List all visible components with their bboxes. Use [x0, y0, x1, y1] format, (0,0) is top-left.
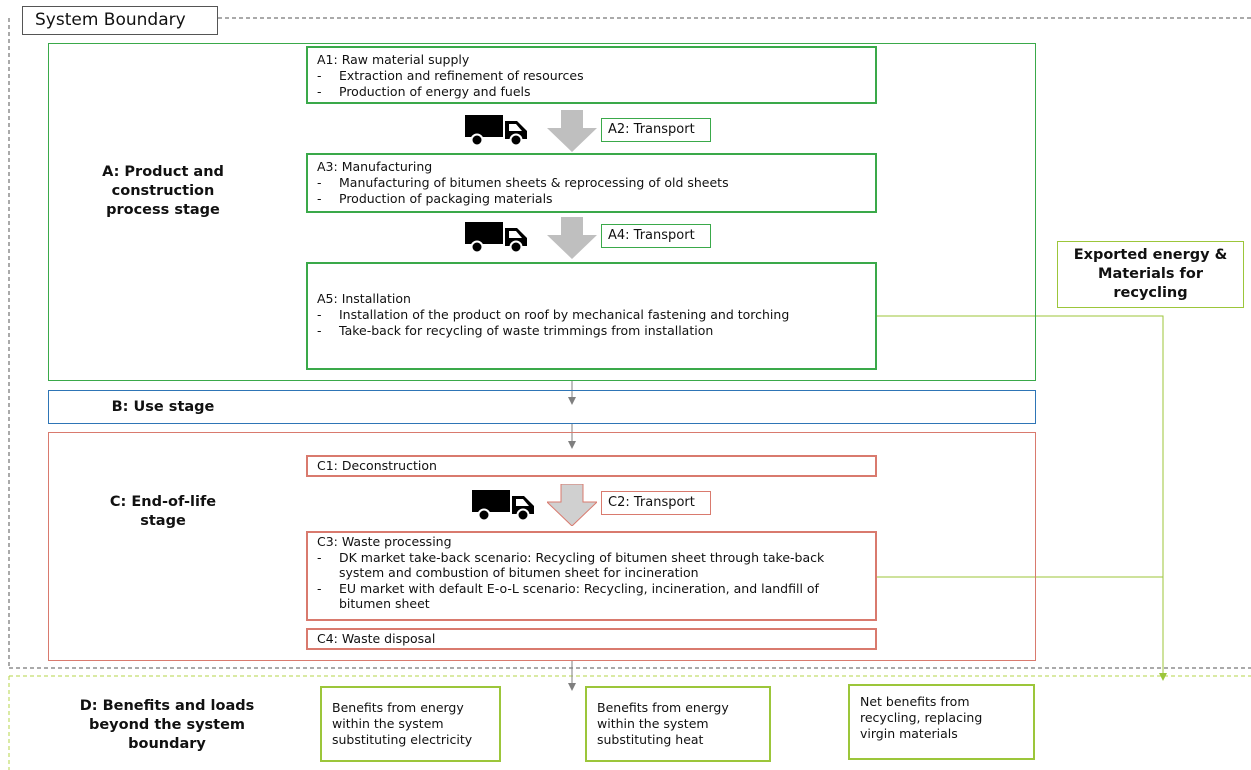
module-c1: C1: Deconstruction — [306, 455, 877, 477]
module-a3-item: -Manufacturing of bitumen sheets & repro… — [317, 175, 729, 190]
module-a3: A3: Manufacturing -Manufacturing of bitu… — [306, 153, 877, 213]
exported-energy-line: recycling — [1113, 285, 1188, 301]
stage-a-label: A: Product and construction process stag… — [88, 163, 238, 220]
benefit-line: virgin materials — [860, 726, 958, 741]
module-a4-label: A4: Transport — [601, 224, 711, 248]
flow-b-to-c-head — [568, 441, 576, 449]
stage-d-label-line: D: Benefits and loads — [79, 698, 255, 714]
stage-a-label-line: construction — [111, 183, 215, 199]
stage-c-container — [48, 432, 1036, 661]
system-boundary-label: System Boundary — [22, 6, 218, 35]
exported-energy-line: Materials for — [1098, 266, 1203, 282]
benefit-line: substituting heat — [597, 732, 704, 747]
module-a2-label: A2: Transport — [601, 118, 711, 142]
export-arrow-head — [1159, 673, 1167, 681]
stage-d-label-line: boundary — [128, 736, 206, 752]
benefit-line: within the system — [332, 716, 444, 731]
stage-c-label: C: End-of-life stage — [88, 493, 238, 531]
module-a1: A1: Raw material supply -Extraction and … — [306, 46, 877, 104]
module-c3-item-cont: system and combustion of bitumen sheet f… — [339, 565, 699, 580]
module-c2-label: C2: Transport — [601, 491, 711, 515]
benefit-line: within the system — [597, 716, 709, 731]
benefit-box-electricity: Benefits from energy within the system s… — [320, 686, 501, 762]
stage-d-label: D: Benefits and loads beyond the system … — [72, 697, 262, 754]
stage-a-container — [48, 43, 1036, 381]
stage-c-label-line: C: End-of-life — [109, 494, 217, 510]
benefit-line: recycling, replacing — [860, 710, 983, 725]
benefit-box-recycling: Net benefits from recycling, replacing v… — [848, 684, 1035, 760]
module-c3-item: -EU market with default E-o-L scenario: … — [317, 580, 819, 596]
stage-a-label-line: process stage — [106, 202, 220, 218]
truck-icon — [465, 220, 529, 254]
stage-c-label-line: stage — [140, 513, 186, 529]
module-a1-item: -Extraction and refinement of resources — [317, 68, 584, 83]
module-c3-item-cont: bitumen sheet — [339, 596, 430, 611]
module-a5: A5: Installation -Installation of the pr… — [306, 262, 877, 370]
exported-energy-box: Exported energy & Materials for recyclin… — [1057, 241, 1244, 308]
export-line-a5 — [876, 315, 1164, 668]
exported-energy-line: Exported energy & — [1073, 247, 1228, 263]
system-boundary-text: System Boundary — [35, 10, 186, 30]
module-a1-title: A1: Raw material supply — [317, 52, 470, 67]
truck-icon — [472, 488, 536, 522]
down-arrow-icon — [547, 484, 597, 526]
module-c3-item: -DK market take-back scenario: Recycling… — [317, 549, 825, 565]
module-a5-title: A5: Installation — [317, 291, 411, 306]
module-c3-title: C3: Waste processing — [317, 534, 452, 549]
benefit-line: substituting electricity — [332, 732, 473, 747]
truck-icon — [465, 113, 529, 147]
benefit-line: Benefits from energy — [332, 700, 464, 715]
down-arrow-icon — [547, 110, 597, 152]
module-c4: C4: Waste disposal — [306, 628, 877, 650]
stage-a-label-line: A: Product and — [102, 164, 224, 180]
stage-b-container — [48, 390, 1036, 424]
module-a3-title: A3: Manufacturing — [317, 159, 433, 174]
flow-c-to-d-head — [568, 683, 576, 691]
benefit-line: Net benefits from — [860, 694, 970, 709]
benefit-line: Benefits from energy — [597, 700, 729, 715]
module-a5-item: -Take-back for recycling of waste trimmi… — [317, 323, 714, 338]
module-c3: C3: Waste processing -DK market take-bac… — [306, 531, 877, 621]
benefit-box-heat: Benefits from energy within the system s… — [585, 686, 771, 762]
stage-b-label: B: Use stage — [111, 399, 215, 415]
stage-d-label-line: beyond the system — [88, 717, 246, 733]
flow-a-to-b-head — [568, 397, 576, 405]
module-a1-item: -Production of energy and fuels — [317, 84, 531, 99]
module-a3-item: -Production of packaging materials — [317, 191, 553, 206]
down-arrow-icon — [547, 217, 597, 259]
module-a5-item: -Installation of the product on roof by … — [317, 307, 790, 322]
